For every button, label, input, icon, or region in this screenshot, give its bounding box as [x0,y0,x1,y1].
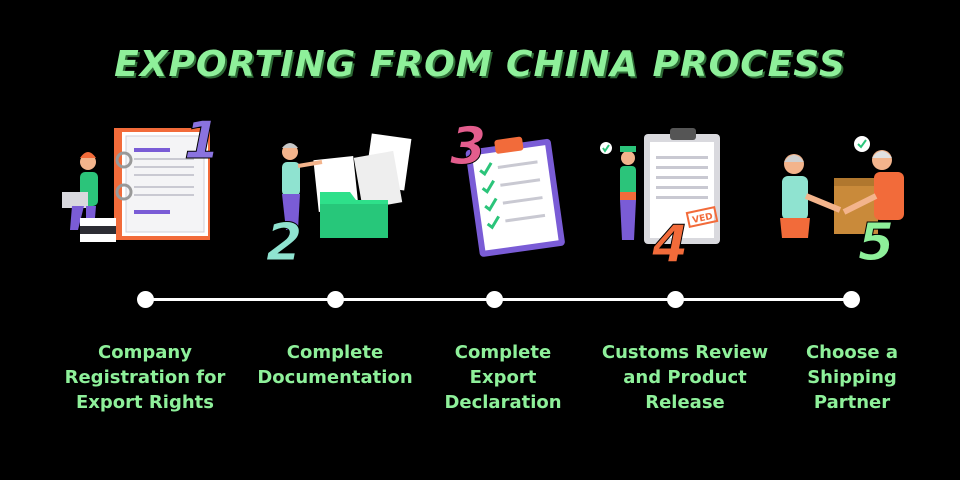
page-title: EXPORTING FROM CHINA PROCESS [114,44,846,85]
step-5-illustration: 5 [770,100,920,270]
step-3-label: Complete Export Declaration [444,342,562,413]
step-2-illustration: 2 [262,100,422,270]
timeline-dot-1 [137,291,154,308]
step-5-number: 5 [858,213,894,270]
step-2-label: Complete Documentation [257,342,413,388]
step-5-label: Choose a Shipping Partner [805,342,899,413]
stamp-text: VED [692,212,714,226]
step-3-number: 3 [450,117,486,177]
step-3-illustration: 3 [448,100,578,270]
timeline-dot-2 [327,291,344,308]
step-1-label: Company Registration for Export Rights [64,342,226,413]
step-4-number: 4 [651,215,688,270]
timeline-dot-4 [667,291,684,308]
timeline-dot-3 [486,291,503,308]
step-2-number: 2 [266,213,302,270]
step-1-number: 1 [184,111,220,171]
timeline-dot-5 [843,291,860,308]
step-1-illustration: 1 [52,100,222,270]
step-4-label: Customs Review and Product Release [601,342,769,413]
step-4-illustration: VED 4 [600,100,730,270]
